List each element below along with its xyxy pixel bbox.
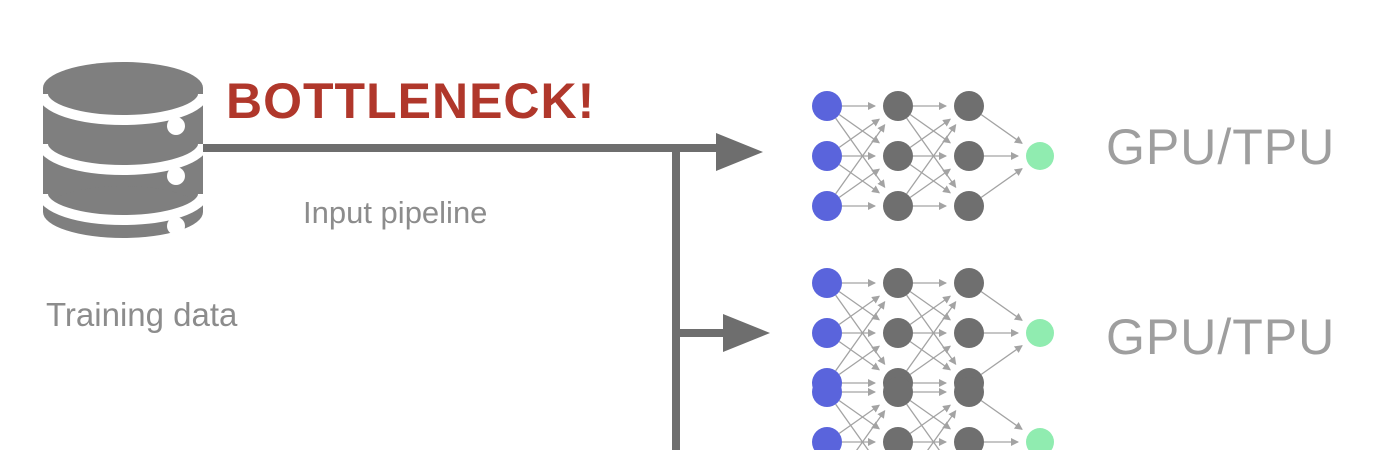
gpu-tpu-label: GPU/TPU	[1106, 119, 1336, 175]
arrow-right-icon	[716, 133, 763, 171]
branch-line	[672, 329, 725, 337]
database-icon	[43, 62, 203, 238]
bottleneck-label: BOTTLENECK!	[226, 73, 596, 129]
training-data-label: Training data	[46, 296, 238, 333]
pipeline-trunk-line	[672, 144, 680, 450]
input-pipeline-label: Input pipeline	[303, 195, 488, 230]
gpu-tpu-label: GPU/TPU	[1106, 309, 1336, 365]
input-pipeline-line	[203, 144, 716, 152]
neural-network-icon	[811, 376, 1057, 450]
neural-network-icon	[811, 90, 1057, 227]
arrow-right-icon	[723, 314, 770, 352]
